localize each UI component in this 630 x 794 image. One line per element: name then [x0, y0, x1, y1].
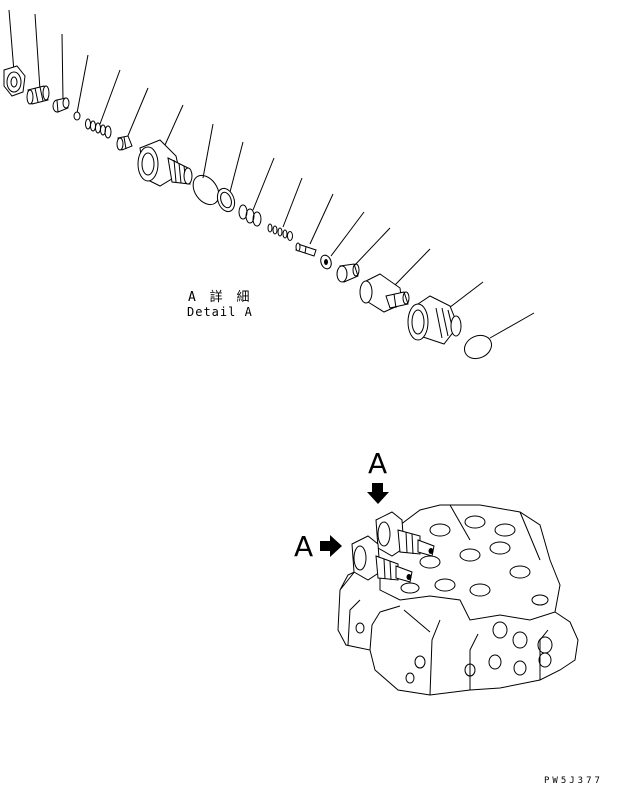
part-piston	[295, 242, 317, 257]
part-backup-ring	[216, 187, 236, 213]
detail-title-jp: A 詳 細	[188, 290, 253, 305]
part-hex-nut	[3, 65, 26, 97]
view-marker-left: A	[294, 530, 314, 563]
part-spring	[85, 118, 112, 139]
part-spring-2	[267, 223, 293, 241]
valve-assembly	[337, 504, 579, 696]
arrow-down-icon	[367, 483, 389, 504]
detail-title-en: Detail A	[187, 305, 253, 319]
part-small-ball	[73, 111, 81, 121]
part-o-ring-2	[463, 334, 493, 360]
part-lock-nut	[52, 97, 70, 113]
drawing-code: PW5J377	[544, 776, 603, 786]
part-adjust-screw	[26, 85, 50, 105]
view-marker-top: A	[368, 447, 388, 480]
part-sleeve	[238, 204, 262, 227]
leader-lines	[8, 9, 535, 339]
part-seat	[336, 263, 360, 283]
part-washer	[320, 254, 332, 270]
arrow-right-icon	[320, 535, 342, 557]
part-plug	[407, 295, 462, 345]
part-relief-body	[137, 139, 193, 187]
part-main-poppet	[359, 273, 410, 313]
part-o-ring	[192, 174, 220, 206]
part-poppet	[116, 135, 133, 151]
